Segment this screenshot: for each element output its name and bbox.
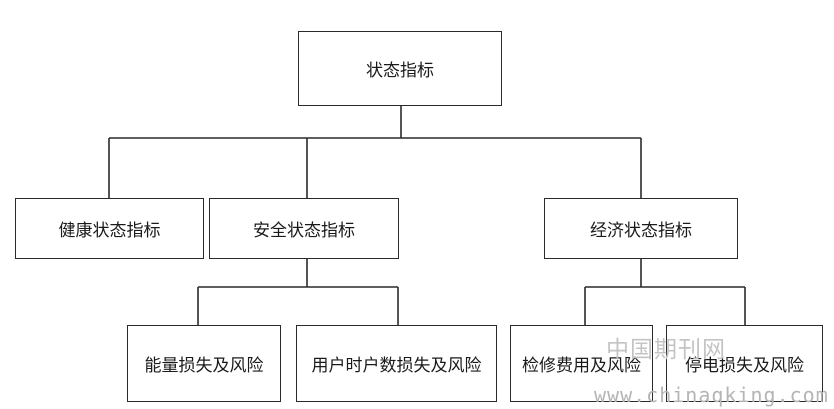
watermark-site-name: 中国期刊网 xyxy=(606,337,726,363)
node-energy-loss-label: 能量损失及风险 xyxy=(144,356,264,376)
node-outage-loss: 停电损失及风险 xyxy=(666,325,823,402)
node-outage-loss-label: 停电损失及风险 xyxy=(685,356,804,376)
node-health-label: 健康状态指标 xyxy=(58,221,161,241)
node-health: 健康状态指标 xyxy=(15,198,204,259)
node-safety-label: 安全状态指标 xyxy=(253,221,355,241)
node-root-label: 状态指标 xyxy=(366,61,434,81)
node-user-hours-loss: 用户时户数损失及风险 xyxy=(296,325,497,402)
node-economic-label: 经济状态指标 xyxy=(590,221,692,241)
node-root: 状态指标 xyxy=(298,31,502,106)
node-user-hours-loss-label: 用户时户数损失及风险 xyxy=(311,356,482,376)
node-energy-loss: 能量损失及风险 xyxy=(127,325,281,402)
node-maintenance-cost: 检修费用及风险 xyxy=(510,325,653,402)
watermark-url: www.chinaqking.com xyxy=(594,383,829,407)
node-safety: 安全状态指标 xyxy=(209,198,399,259)
node-maintenance-cost-label: 检修费用及风险 xyxy=(522,356,641,376)
node-economic: 经济状态指标 xyxy=(544,198,738,259)
